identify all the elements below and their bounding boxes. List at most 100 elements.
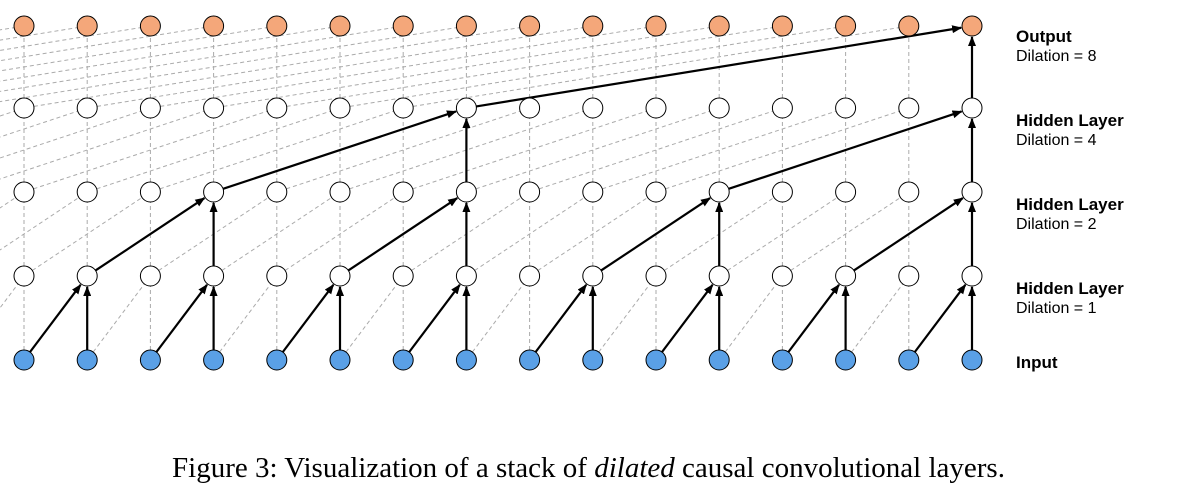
arrow <box>853 197 964 272</box>
dashed-link <box>219 283 272 353</box>
dashed-link <box>474 197 585 271</box>
dashed-link <box>96 110 331 190</box>
layer-name: Hidden Layer <box>1016 279 1124 298</box>
arrow <box>476 25 963 108</box>
hidden-node <box>771 265 793 287</box>
arrow <box>600 197 711 272</box>
output-node <box>203 15 225 37</box>
dashed-link <box>0 110 15 117</box>
dashed-link <box>221 197 332 271</box>
dashed-link <box>0 197 80 251</box>
dashed-link <box>538 110 774 190</box>
layer-name: Output <box>1016 27 1072 46</box>
output-node <box>519 15 541 37</box>
dashed-link <box>32 197 143 271</box>
hidden-node <box>455 265 477 287</box>
dilated-convolution-diagram <box>0 15 983 371</box>
output-node <box>898 15 920 37</box>
hidden-node <box>582 181 604 203</box>
hidden-node <box>898 181 920 203</box>
hidden-node <box>76 265 98 287</box>
hidden-node <box>645 265 667 287</box>
layer-name: Hidden Layer <box>1016 195 1124 214</box>
hidden-node <box>582 97 604 119</box>
dashed-link <box>537 197 648 271</box>
hidden-node <box>645 97 667 119</box>
dashed-link <box>0 27 331 82</box>
hidden-node <box>139 181 161 203</box>
dashed-link <box>159 110 394 190</box>
dashed-link <box>349 27 836 107</box>
hidden-node <box>266 265 288 287</box>
input-node <box>582 349 604 371</box>
nodes <box>13 15 983 371</box>
hidden-node <box>708 97 730 119</box>
dashed-link <box>0 27 394 92</box>
dashed-link <box>412 110 647 190</box>
hidden-node <box>266 181 288 203</box>
dashed-link <box>665 110 900 190</box>
arrow <box>222 110 457 190</box>
dashed-link <box>851 283 904 353</box>
hidden-node <box>519 265 541 287</box>
dashed-link <box>33 27 520 107</box>
hidden-node <box>771 97 793 119</box>
output-node <box>139 15 161 37</box>
dashed-link <box>0 110 142 159</box>
dashed-link <box>349 110 584 190</box>
dashed-link <box>286 27 773 107</box>
input-node <box>13 349 35 371</box>
hidden-node <box>961 97 983 119</box>
arrow <box>155 283 208 353</box>
input-node <box>519 349 541 371</box>
dashed-link <box>286 110 521 190</box>
arrow <box>281 283 335 353</box>
dashed-link <box>0 197 16 209</box>
arrow <box>408 283 461 353</box>
arrow <box>29 283 82 353</box>
output-node <box>835 15 857 37</box>
input-node <box>771 349 793 371</box>
hidden-node <box>961 265 983 287</box>
dashed-link <box>475 110 710 190</box>
hidden-node <box>519 181 541 203</box>
hidden-node <box>13 265 35 287</box>
label-hidden-2: Hidden Layer Dilation = 2 <box>1016 195 1124 235</box>
dashed-link <box>0 27 141 51</box>
input-node <box>961 349 983 371</box>
hidden-node <box>455 181 477 203</box>
output-node <box>329 15 351 37</box>
hidden-node <box>139 97 161 119</box>
label-hidden-4: Hidden Layer Dilation = 4 <box>1016 111 1124 151</box>
hidden-node <box>582 265 604 287</box>
label-output: Output Dilation = 8 <box>1016 27 1097 67</box>
caption-suffix: causal convolutional layers. <box>674 452 1005 484</box>
layer-dilation: Dilation = 1 <box>1016 300 1097 317</box>
hidden-node <box>76 97 98 119</box>
figure-caption: Figure 3: Visualization of a stack of di… <box>0 452 1177 485</box>
hidden-node <box>329 265 351 287</box>
input-node <box>139 349 161 371</box>
dashed-link <box>602 110 837 190</box>
hidden-node <box>266 97 288 119</box>
hidden-node <box>519 97 541 119</box>
label-input: Input <box>1016 353 1058 373</box>
input-node <box>329 349 351 371</box>
output-node <box>961 15 983 37</box>
dashed-link <box>345 283 398 353</box>
hidden-node <box>76 181 98 203</box>
output-node <box>266 15 288 37</box>
hidden-node <box>961 181 983 203</box>
input-node <box>835 349 857 371</box>
dashed-link <box>92 283 145 353</box>
hidden-node <box>13 97 35 119</box>
input-node <box>203 349 225 371</box>
hidden-node <box>392 181 414 203</box>
layer-dilation: Dilation = 2 <box>1016 216 1097 233</box>
dashed-link <box>284 197 396 271</box>
hidden-node <box>203 181 225 203</box>
hidden-node <box>835 265 857 287</box>
layer-name: Input <box>1016 353 1058 372</box>
input-node <box>708 349 730 371</box>
input-node <box>898 349 920 371</box>
